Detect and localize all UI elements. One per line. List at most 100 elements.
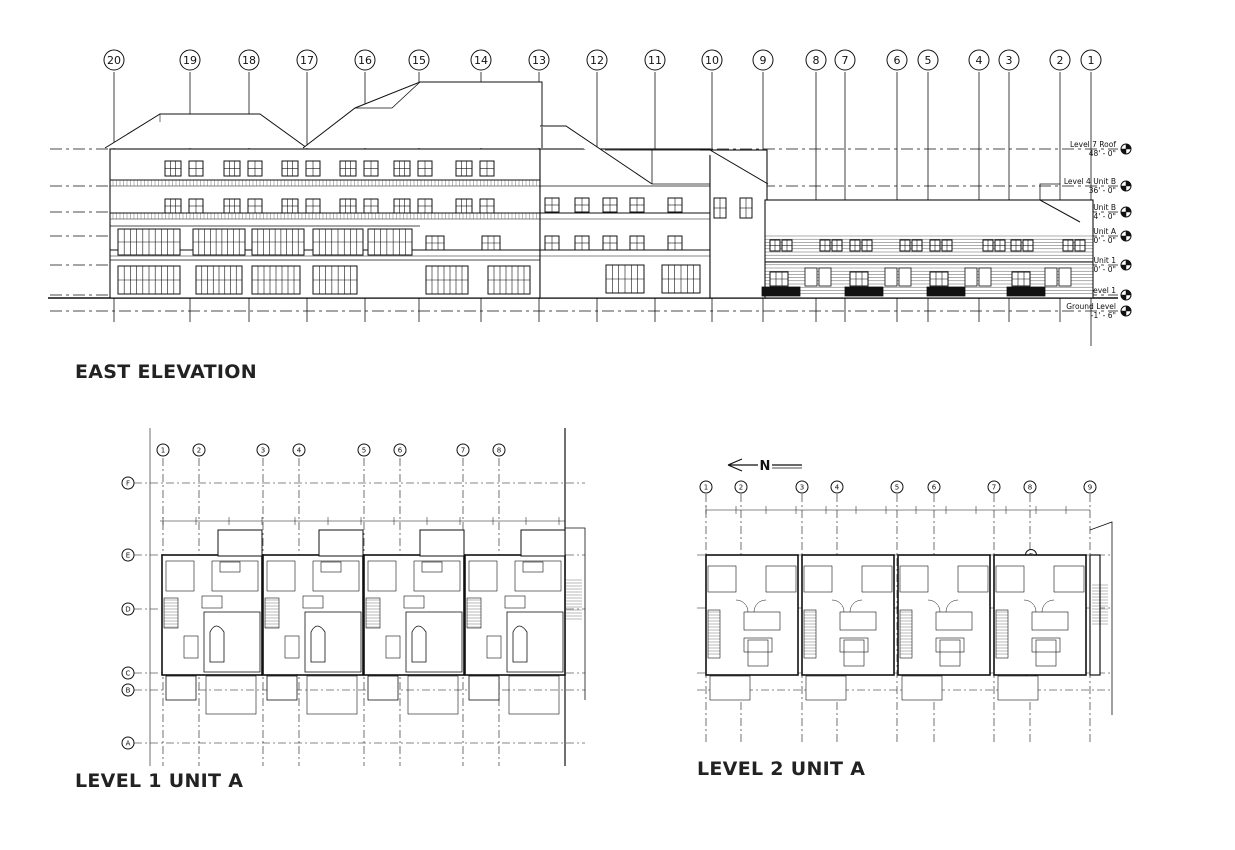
grid-label: A (126, 740, 131, 748)
grid-label: 1 (704, 484, 708, 492)
grid-bubble (296, 49, 318, 71)
grid-bubble (644, 49, 666, 71)
unit-outline (993, 554, 1087, 676)
closet (486, 635, 502, 659)
grid-bubble (456, 443, 470, 457)
grid-bubble (917, 49, 939, 71)
grid-label: F (126, 480, 130, 488)
level-value: 48' - 0" (1089, 149, 1116, 158)
grid-bubble (121, 683, 135, 697)
table (522, 561, 544, 573)
grid-bubble (1049, 49, 1071, 71)
level-value: 24' - 0" (1089, 212, 1116, 221)
grid-bubble (357, 443, 371, 457)
closet (183, 635, 199, 659)
door-swing (945, 599, 959, 613)
grid-label: 18 (242, 54, 256, 67)
grid-bubble (927, 480, 941, 494)
driveway (407, 675, 459, 715)
bed (1035, 639, 1057, 667)
grid-label: 4 (297, 447, 302, 455)
level-marker-quadrant (1125, 289, 1132, 296)
roof-hip (540, 125, 653, 185)
door (978, 267, 992, 287)
car-outline (209, 625, 225, 663)
door (1044, 267, 1058, 287)
grid-label: 5 (362, 447, 366, 455)
grid-bubble (752, 49, 774, 71)
balcony (901, 675, 943, 701)
grid-label: 8 (1028, 484, 1032, 492)
stair (803, 609, 817, 659)
door (898, 267, 912, 287)
stair (264, 597, 280, 629)
stair-box (520, 529, 566, 557)
grid-bubble (886, 49, 908, 71)
grid-label: 3 (1006, 54, 1013, 67)
grid-label: 13 (532, 54, 546, 67)
level2-plan-title: LEVEL 2 UNIT A (697, 758, 866, 780)
bedroom (765, 565, 797, 593)
door (804, 267, 818, 287)
grid-bubble (354, 49, 376, 71)
grid-bubble (987, 480, 1001, 494)
grid-label: B (126, 687, 131, 695)
bath (1031, 637, 1061, 653)
garage-base-dark (844, 286, 884, 297)
door (818, 267, 832, 287)
level-marker-quadrant (1120, 211, 1127, 218)
grid-bubble (121, 602, 135, 616)
car-outline (310, 625, 326, 663)
bedroom (1053, 565, 1085, 593)
level-marker-quadrant (1125, 143, 1132, 150)
garage (405, 611, 463, 673)
stair-box (318, 529, 364, 557)
grid-bubble (528, 49, 550, 71)
room (165, 560, 195, 592)
unit-outline (705, 554, 799, 676)
door (964, 267, 978, 287)
roof-gable (104, 113, 308, 149)
bath (935, 637, 965, 653)
grid-bubble (470, 49, 492, 71)
north-arrow-icon (727, 458, 758, 472)
level2-floor-plan: 123456789EDCBN (697, 458, 1113, 742)
grid-bubble (830, 480, 844, 494)
garage (506, 611, 564, 673)
stair (466, 597, 482, 629)
grid-label: 6 (398, 447, 403, 455)
garage-base-dark (926, 286, 966, 297)
grid-bubble (805, 49, 827, 71)
level-marker-quadrant (1120, 148, 1127, 155)
level-marker-quadrant (1120, 235, 1127, 242)
porch (468, 675, 500, 701)
bedroom (861, 565, 893, 593)
grid-bubble (121, 736, 135, 750)
balcony (997, 675, 1039, 701)
grid-label: 9 (1088, 484, 1092, 492)
table (219, 561, 241, 573)
driveway (306, 675, 358, 715)
stair (995, 609, 1009, 659)
grid-label: D (125, 606, 130, 614)
level-value: 10' - 0" (1089, 265, 1116, 274)
door (884, 267, 898, 287)
grid-label: 8 (497, 447, 501, 455)
porch (165, 675, 197, 701)
grid-label: 4 (835, 484, 840, 492)
grid-label: 2 (1057, 54, 1064, 67)
grid-bubble (256, 443, 270, 457)
bedroom (957, 565, 989, 593)
bedroom (803, 565, 833, 593)
closet (385, 635, 401, 659)
grid-label: 17 (300, 54, 314, 67)
grid-label: C (126, 670, 131, 678)
grid-label: 15 (412, 54, 426, 67)
grid-label: 2 (197, 447, 201, 455)
grid-label: 7 (461, 447, 465, 455)
porch (266, 675, 298, 701)
grid-bubble (734, 480, 748, 494)
grid-label: 6 (894, 54, 901, 67)
